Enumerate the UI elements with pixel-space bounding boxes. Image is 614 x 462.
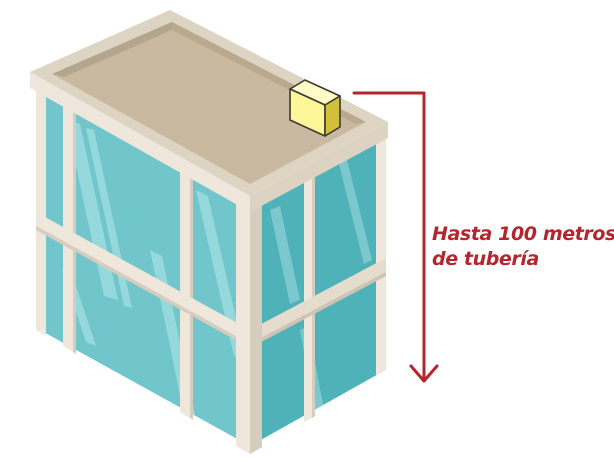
caption-line-2: de tubería [432, 248, 539, 270]
roof-surface [52, 22, 366, 184]
roof-edge-front [30, 72, 250, 212]
rooftop-unit-side [324, 95, 341, 137]
roof-edge-side [250, 122, 388, 212]
height-arrow [352, 91, 439, 383]
corner-pillar [236, 196, 250, 454]
arrow-head [409, 364, 439, 383]
side-frame-mullions [304, 128, 386, 422]
front-frame-mullions [36, 78, 193, 420]
pipe-length-caption: Hasta 100 metros de tubería [432, 222, 614, 272]
rooftop-unit [289, 79, 341, 137]
caption-line-1: Hasta 100 metros [432, 223, 614, 245]
floor-bands [36, 212, 386, 348]
arrow-line [352, 91, 426, 382]
side-glass-wall [250, 128, 382, 446]
corner-pillar-shade [250, 197, 262, 454]
roof-inner-shadow [52, 22, 172, 77]
